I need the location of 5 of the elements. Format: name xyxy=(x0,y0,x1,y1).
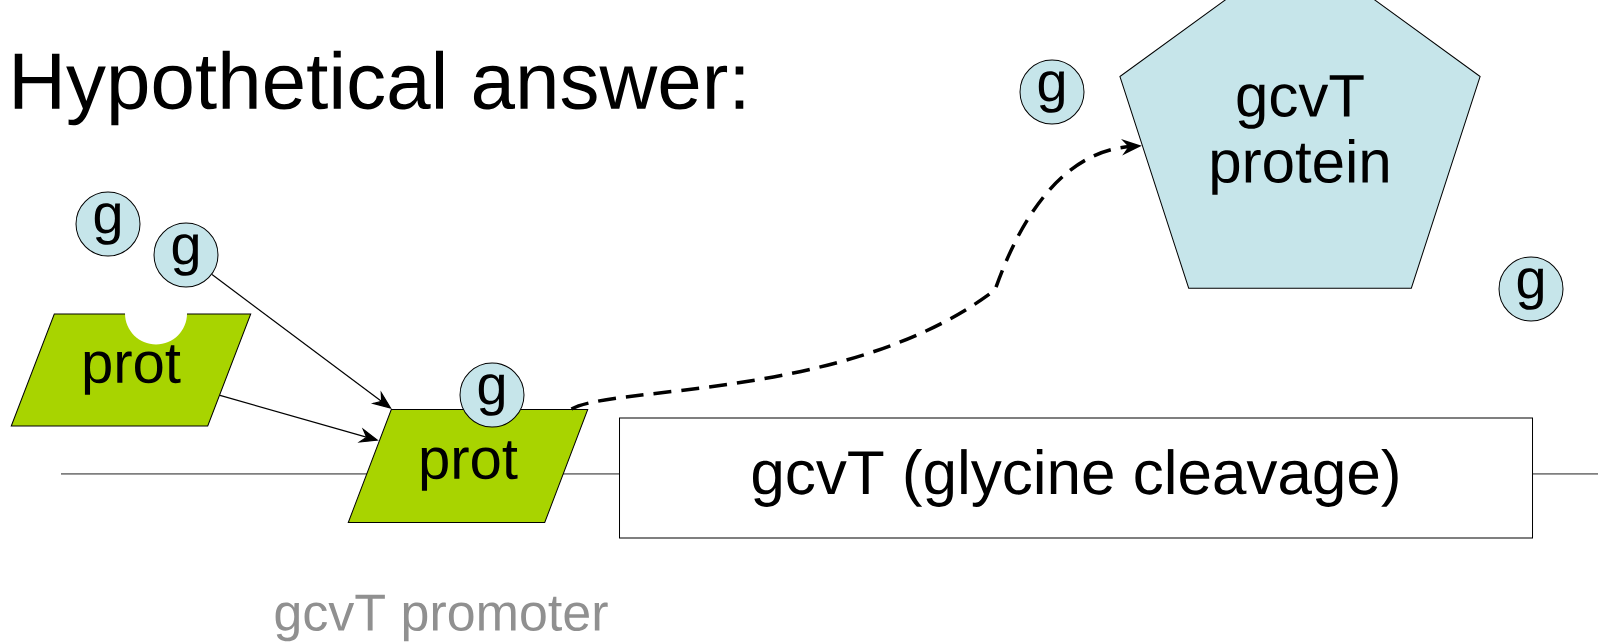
title-text: Hypothetical answer: xyxy=(14,50,744,126)
protein-pentagon: gcvT protein xyxy=(1119,0,1481,289)
gene-box: gcvT (glycine cleavage) xyxy=(619,417,1533,539)
caption-label: gcvT promoter xyxy=(275,594,608,642)
arrow xyxy=(211,273,392,409)
